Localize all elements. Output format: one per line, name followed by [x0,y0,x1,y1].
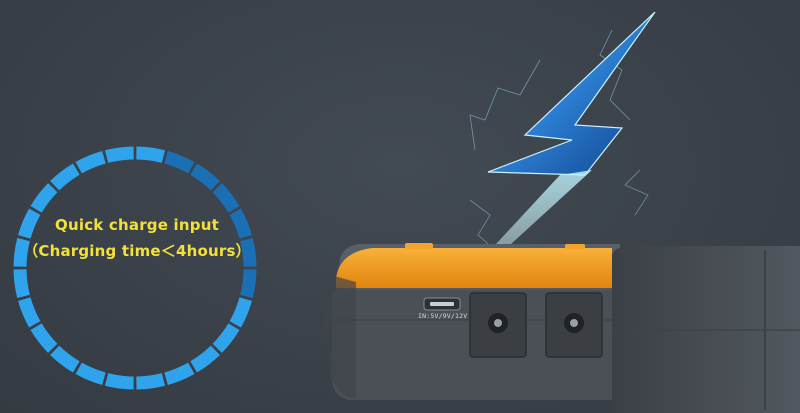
device-body [325,243,800,413]
ring-segment [30,183,58,213]
ring-segment [136,373,166,390]
port-label: IN:5V/9V/12V [418,312,468,320]
dc-port-left [469,292,527,358]
ring-segment [190,163,220,191]
ring-segment [212,183,240,213]
feature-subtitle: （Charging time＜4hours） [23,242,251,260]
feature-callout: Quick charge input （Charging time＜4hours… [12,216,262,261]
ring-segment [104,373,134,390]
ring-segment [13,269,30,299]
device-accent-band [336,248,612,288]
ring-segment [164,151,195,174]
ring-segment [50,345,80,373]
ring-segment [212,323,240,353]
ring-segment [164,362,195,385]
ring-segment [18,297,41,328]
micro-usb-port [423,297,461,311]
ring-segment [240,237,257,267]
ring-segment [190,345,220,373]
ring-segment [50,163,80,191]
ring-segment [104,146,134,163]
feature-title: Quick charge input [55,216,219,234]
ring-segment [229,208,252,239]
dc-port-right [545,292,603,358]
ring-segment [75,151,106,174]
ring-segment [18,208,41,239]
ring-segment [30,323,58,353]
ring-segment [75,362,106,385]
ring-segment [229,297,252,328]
ring-segment [13,237,30,267]
ring-segment [240,269,257,299]
ring-segment [136,146,166,163]
charging-ring [13,146,257,390]
